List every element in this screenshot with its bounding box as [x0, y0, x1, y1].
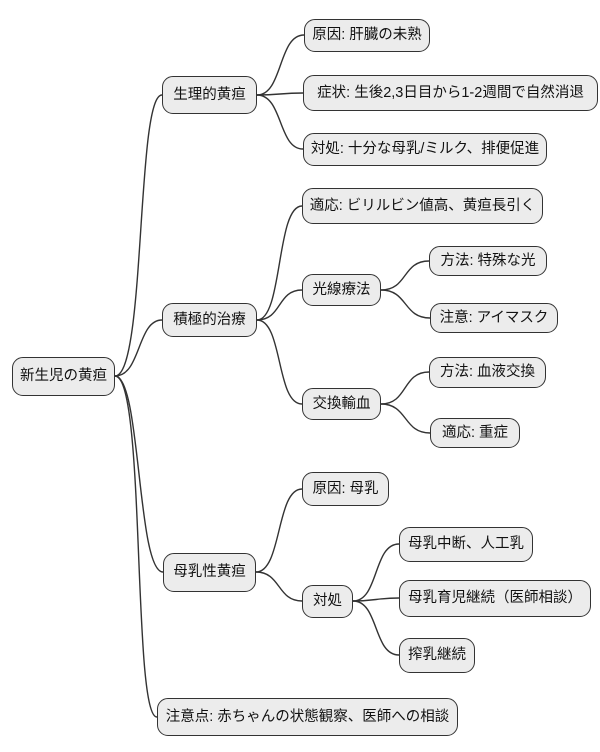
node-physiological-jaundice: 生理的黄疸 — [162, 76, 257, 114]
node-phototherapy: 光線療法 — [302, 274, 381, 306]
node-interrupt-breastfeeding-formula: 母乳中断、人工乳 — [399, 527, 533, 562]
node-indication-high-bilirubin: 適応: ビリルビン値高、黄疸長引く — [302, 188, 543, 224]
edge-physio-symptoms — [256, 92, 304, 96]
edge-physio-care — [256, 94, 304, 150]
node-cause-breast-milk: 原因: 母乳 — [302, 472, 389, 506]
edge-care-continue-pumping — [352, 600, 400, 656]
node-symptoms-natural-resolution: 症状: 生後2,3日目から1-2週間で自然消退 — [303, 75, 598, 111]
edge-phototherapy-caution — [380, 289, 431, 319]
node-cause-liver-immaturity: 原因: 肝臓の未熟 — [304, 19, 430, 52]
node-continue-pumping: 搾乳継続 — [399, 638, 475, 673]
edge-breastmilk-care — [255, 571, 303, 602]
node-root-newborn-jaundice: 新生児の黄疸 — [12, 357, 115, 396]
edge-root-active-treatment — [114, 319, 163, 377]
edge-active-indication — [256, 205, 303, 321]
node-method-special-light: 方法: 特殊な光 — [429, 246, 547, 276]
edge-care-interrupt — [352, 543, 400, 602]
edge-active-phototherapy — [256, 289, 303, 321]
edge-phototherapy-method — [380, 260, 430, 291]
edge-root-notes — [114, 375, 158, 718]
node-indication-severe: 適応: 重症 — [430, 418, 520, 448]
node-continue-breastfeeding-consult-doctor: 母乳育児継続（医師相談） — [399, 580, 591, 617]
node-caution-eye-mask: 注意: アイマスク — [430, 303, 558, 333]
node-active-treatment: 積極的治療 — [162, 303, 257, 337]
node-exchange-transfusion: 交換輸血 — [302, 388, 381, 420]
edge-exchange-indication — [380, 403, 431, 434]
edge-physio-cause — [256, 34, 305, 96]
node-method-blood-exchange: 方法: 血液交換 — [429, 357, 546, 388]
edge-root-physiological-jaundice — [114, 94, 163, 377]
node-notes-observation-consult: 注意点: 赤ちゃんの状態観察、医師への相談 — [157, 698, 458, 736]
edge-breastmilk-cause — [255, 488, 303, 573]
edge-exchange-method — [380, 371, 430, 405]
node-care: 対処 — [302, 585, 353, 618]
edge-active-exchange — [256, 319, 303, 405]
node-breast-milk-jaundice: 母乳性黄疸 — [163, 553, 256, 592]
edge-care-continue-breastfeeding — [352, 597, 400, 602]
edge-root-breast-milk-jaundice — [114, 375, 164, 573]
node-care-feeding-excretion: 対処: 十分な母乳/ミルク、排便促進 — [303, 133, 547, 166]
